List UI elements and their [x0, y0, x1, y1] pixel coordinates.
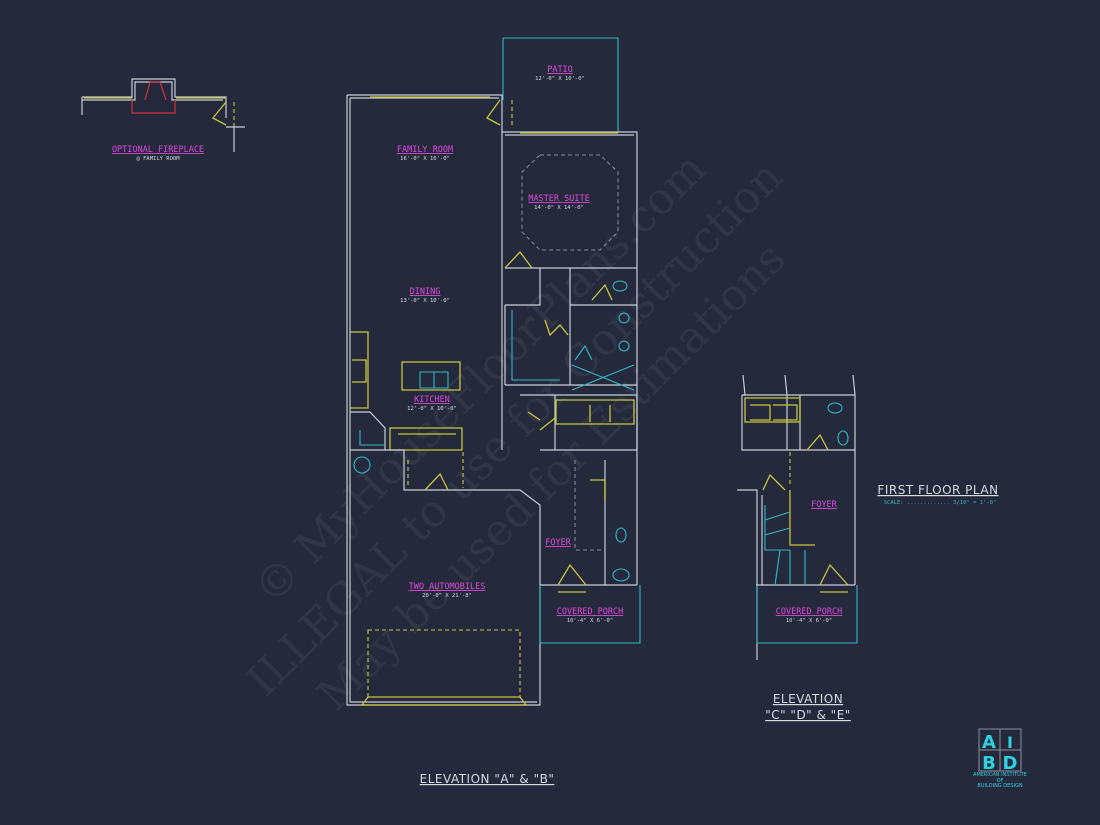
svg-text:AMERICAN INSTITUTE: AMERICAN INSTITUTE: [973, 772, 1027, 778]
svg-text:OF: OF: [997, 778, 1004, 784]
room-family-dims: 16'-0" X 16'-0": [400, 156, 450, 162]
elevation-a-b-title: ELEVATION "A" & "B": [420, 772, 555, 786]
aibd-logo: A I B D AMERICAN INSTITUTE OF BUILDING D…: [973, 728, 1027, 789]
room-family-label: FAMILY ROOM: [397, 145, 453, 155]
elevation-c-d-e-line1: ELEVATION: [773, 692, 843, 706]
room-dining-label: DINING: [410, 287, 441, 297]
room-dining-dims: 13'-0" X 10'-0": [400, 298, 450, 304]
watermark: © MyHouseFloorPlans.com ILLEGAL to use f…: [237, 143, 795, 721]
room-kitchen-label: KITCHEN: [414, 395, 450, 405]
plan-title: FIRST FLOOR PLAN: [877, 483, 998, 497]
room-porch-cde-dims: 10'-4" X 6'-0": [786, 618, 832, 624]
room-patio-label: PATIO: [547, 65, 573, 75]
plan-elevation-a-b: PATIO 12'-0" X 10'-0" FAMILY ROOM 16'-0"…: [346, 37, 641, 786]
plan-elevation-c-d-e: FOYER COVERED PORCH 10'-4" X 6'-0" ELEVA…: [737, 374, 858, 722]
fireplace-detail: OPTIONAL FIREPLACE @ FAMILY ROOM: [81, 78, 245, 162]
room-kitchen-dims: 12'-0" X 10'-0": [407, 406, 457, 412]
room-master-label: MASTER SUITE: [528, 194, 589, 204]
room-porch-dims: 10'-4" X 6'-0": [567, 618, 613, 624]
svg-text:BUILDING DESIGN: BUILDING DESIGN: [977, 783, 1022, 789]
room-porch-cde-label: COVERED PORCH: [776, 607, 843, 617]
elevation-c-d-e-line2: "C" "D" & "E": [765, 708, 851, 722]
plan-scale: SCALE: ............. 3/16" = 1'-0": [884, 500, 997, 506]
svg-text:D: D: [1003, 753, 1018, 774]
svg-text:I: I: [1007, 733, 1013, 752]
svg-text:A: A: [982, 732, 996, 753]
fireplace-label: OPTIONAL FIREPLACE: [112, 145, 204, 155]
room-patio-dims: 12'-0" X 10'-0": [535, 76, 585, 82]
fireplace-note: @ FAMILY ROOM: [136, 156, 180, 162]
room-master-dims: 14'-0" X 14'-0": [534, 205, 584, 211]
room-porch-label: COVERED PORCH: [557, 607, 624, 617]
watermark-line-2: ILLEGAL to use for Construction: [237, 151, 792, 706]
room-foyer-label: FOYER: [545, 538, 571, 548]
room-garage-dims: 20'-0" X 21'-8": [422, 593, 472, 599]
room-foyer-cde-label: FOYER: [811, 500, 837, 510]
svg-text:B: B: [982, 753, 996, 774]
room-garage-label: TWO AUTOMOBILES: [409, 582, 486, 592]
